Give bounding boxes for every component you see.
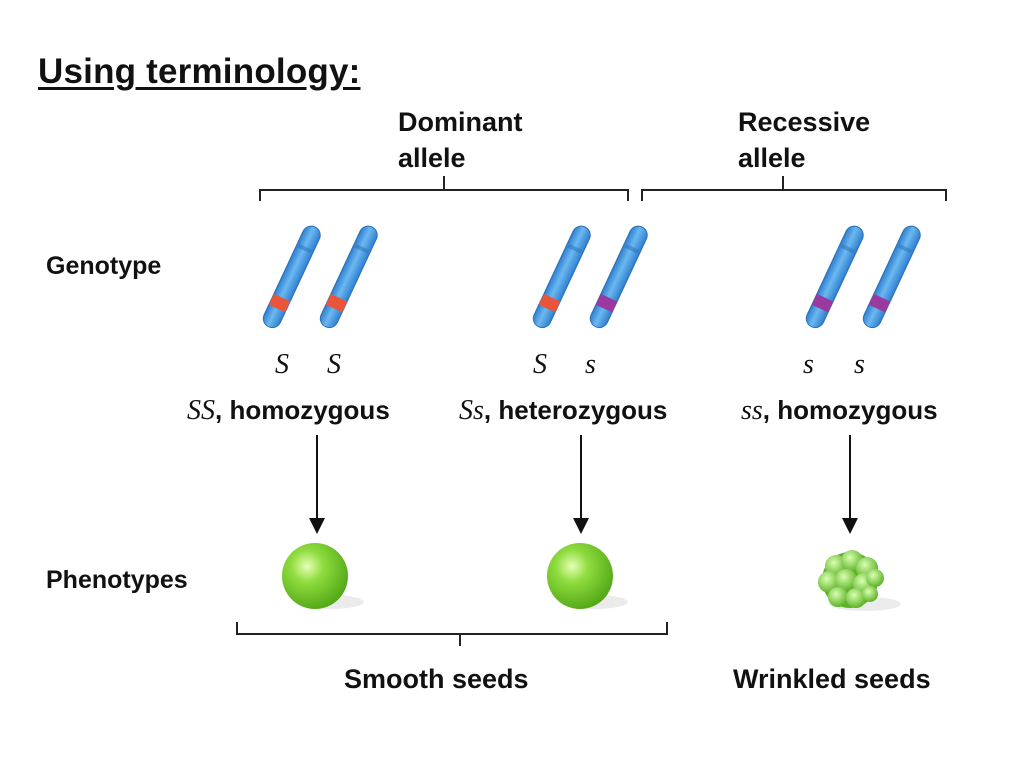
arrow-ss-to-smooth: [309, 435, 325, 534]
recessive-bracket: [641, 176, 947, 201]
dominant-heading-line1: Dominant: [398, 107, 523, 137]
genotype-ss-heterozygous: Ss, heterozygous: [459, 395, 667, 427]
arrow-ss-het-to-smooth: [573, 435, 589, 534]
smooth-seeds-bracket: [236, 622, 668, 646]
genotype-description: , homozygous: [762, 395, 938, 425]
dominant-heading-line2: allele: [398, 143, 466, 173]
genotype-description: , homozygous: [215, 395, 390, 425]
genotype-ss-recessive-homozygous: ss, homozygous: [741, 395, 938, 427]
dominant-bracket: [259, 176, 629, 201]
allele-label: S: [327, 349, 341, 380]
phenotypes-label: Phenotypes: [46, 566, 188, 594]
wrinkled-seed: [818, 550, 901, 611]
allele-label: S: [533, 349, 547, 380]
chromosome-pair-ss-heterozygous: [529, 222, 651, 331]
dominant-allele-heading: Dominant allele: [398, 104, 523, 176]
arrow-ss-rec-to-wrinkled: [842, 435, 858, 534]
genotype-label: Genotype: [46, 252, 162, 280]
allele-label: s: [803, 349, 814, 380]
recessive-heading-line1: Recessive: [738, 107, 871, 137]
smooth-seed-2: [547, 543, 628, 609]
smooth-seeds-caption: Smooth seeds: [344, 664, 529, 694]
smooth-seed-1: [282, 543, 364, 609]
page-title: Using terminology:: [38, 52, 361, 91]
chromosome-pair-ss-recessive: [802, 222, 924, 331]
genotype-ss-homozygous: SS, homozygous: [187, 395, 390, 427]
allele-label: s: [585, 349, 596, 380]
recessive-heading-line2: allele: [738, 143, 806, 173]
chromosome-pair-ss-homozygous: [259, 222, 381, 331]
wrinkled-seeds-caption: Wrinkled seeds: [733, 664, 931, 694]
genotype-symbol: ss: [741, 395, 763, 426]
allele-label: s: [854, 349, 865, 380]
recessive-allele-heading: Recessive allele: [738, 104, 870, 176]
genotype-symbol: Ss: [459, 395, 484, 426]
genotype-description: , heterozygous: [483, 395, 668, 425]
allele-label: S: [275, 349, 289, 380]
genotype-symbol: SS: [187, 395, 215, 426]
